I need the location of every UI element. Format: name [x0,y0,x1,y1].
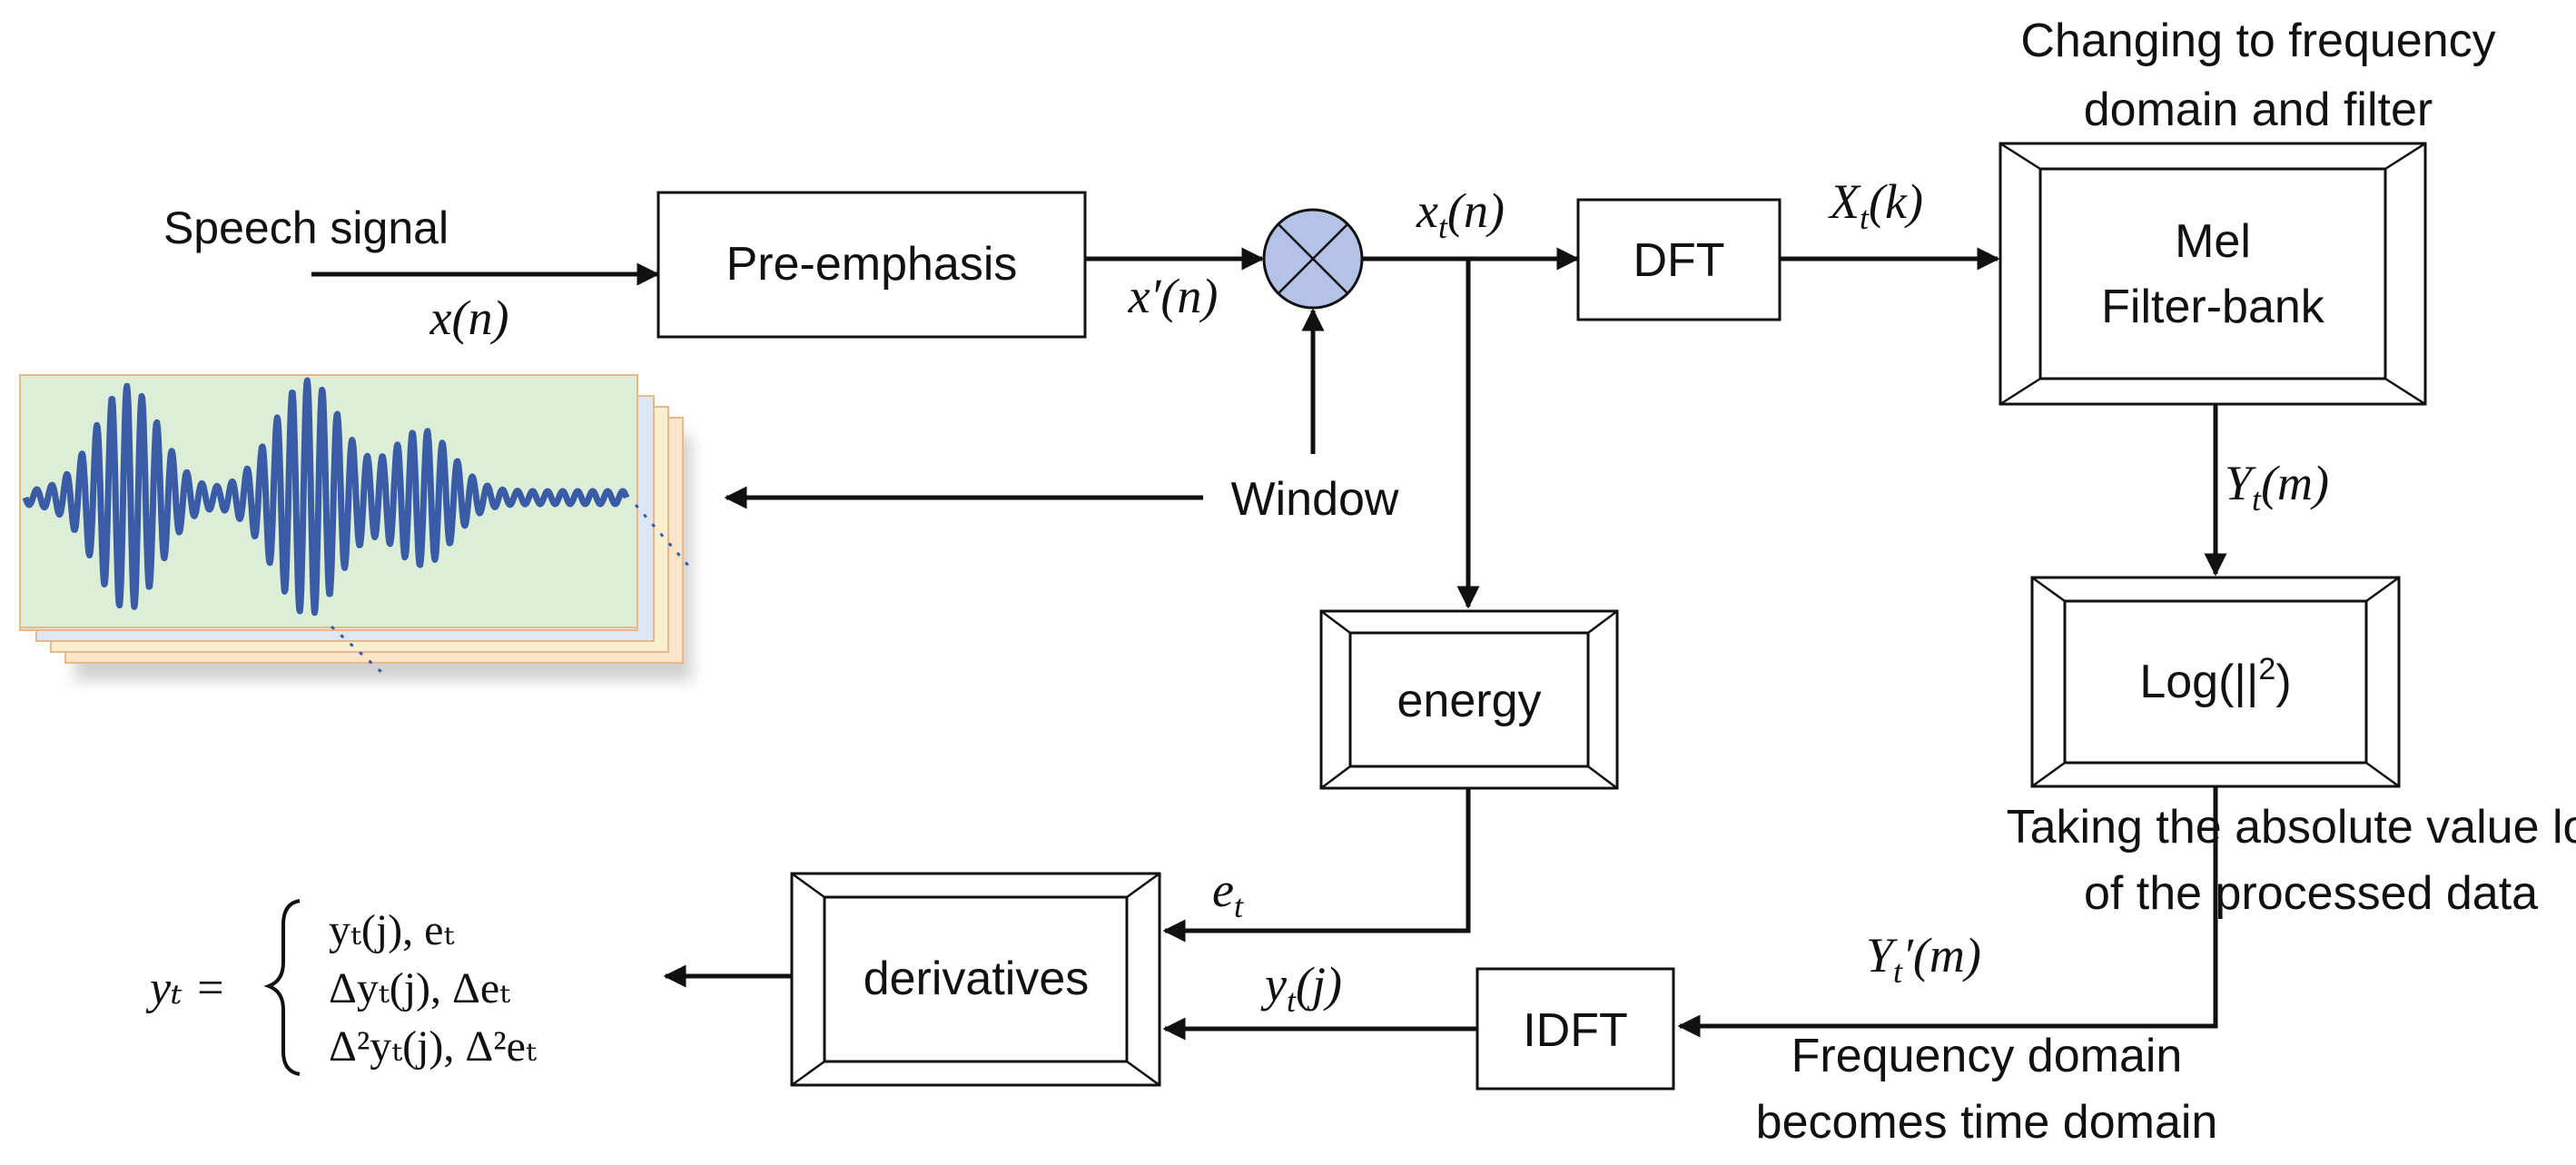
signal-xt-n: xt(n) [1416,183,1505,245]
dft-block [1576,198,1781,321]
formula-row2: Δyₜ(j), Δeₜ [329,964,510,1012]
mel-label-line1: Mel [2175,215,2251,268]
idft-caption-line1: Frequency domain [1791,1030,2183,1082]
waveform [22,377,630,617]
log-caption-line1: Taking the absolute value log [2007,801,2576,854]
log-caption-line2: of the processed data [2084,867,2538,920]
signal-yt-j: yt(j) [1260,957,1342,1019]
speech-signal-label: Speech signal [163,202,449,253]
formula-lhs: yₜ = [145,963,226,1014]
idft-label: IDFT [1523,1004,1628,1057]
derivatives-label: derivatives [864,953,1090,1005]
signal-et: et [1212,863,1244,924]
energy-label: energy [1397,675,1542,727]
mel-caption-line2: domain and filter [2084,84,2433,136]
mel-filter-bank-block [1999,142,2427,406]
formula-row3: Δ²yₜ(j), Δ²eₜ [329,1022,537,1071]
signal-Xt-k: Xt(k) [1828,174,1923,236]
mel-caption-line1: Changing to frequency [2020,15,2495,67]
signal-x-prime-n: x′(n) [1128,269,1219,323]
pre-emphasis-block [656,191,1087,339]
derivatives-block [790,872,1161,1087]
multiplier-icon [1262,208,1364,310]
energy-to-derivatives-arrow [1162,788,1471,943]
idft-block [1476,967,1675,1091]
log-label: Log(||2) [2139,652,2291,708]
formula-row1: yₜ(j), eₜ [329,906,454,954]
formula-brace [263,899,301,1076]
window-label: Window [1231,473,1399,526]
energy-block [1319,609,1619,790]
waveform-trail [330,504,692,674]
signal-x-n: x(n) [429,291,509,345]
log-block [2030,576,2401,788]
pre-emphasis-label: Pre-emphasis [726,238,1018,291]
dft-label: DFT [1633,234,1724,287]
signal-Yt-m: Yt(m) [2225,456,2329,518]
idft-caption-line2: becomes time domain [1756,1096,2218,1149]
log-to-idft-arrow [1677,786,2218,1038]
mel-label-line2: Filter-bank [2101,281,2325,333]
signal-Yt-prime-m: Yt′(m) [1866,928,1981,990]
waveform-frames-icon [19,374,692,681]
